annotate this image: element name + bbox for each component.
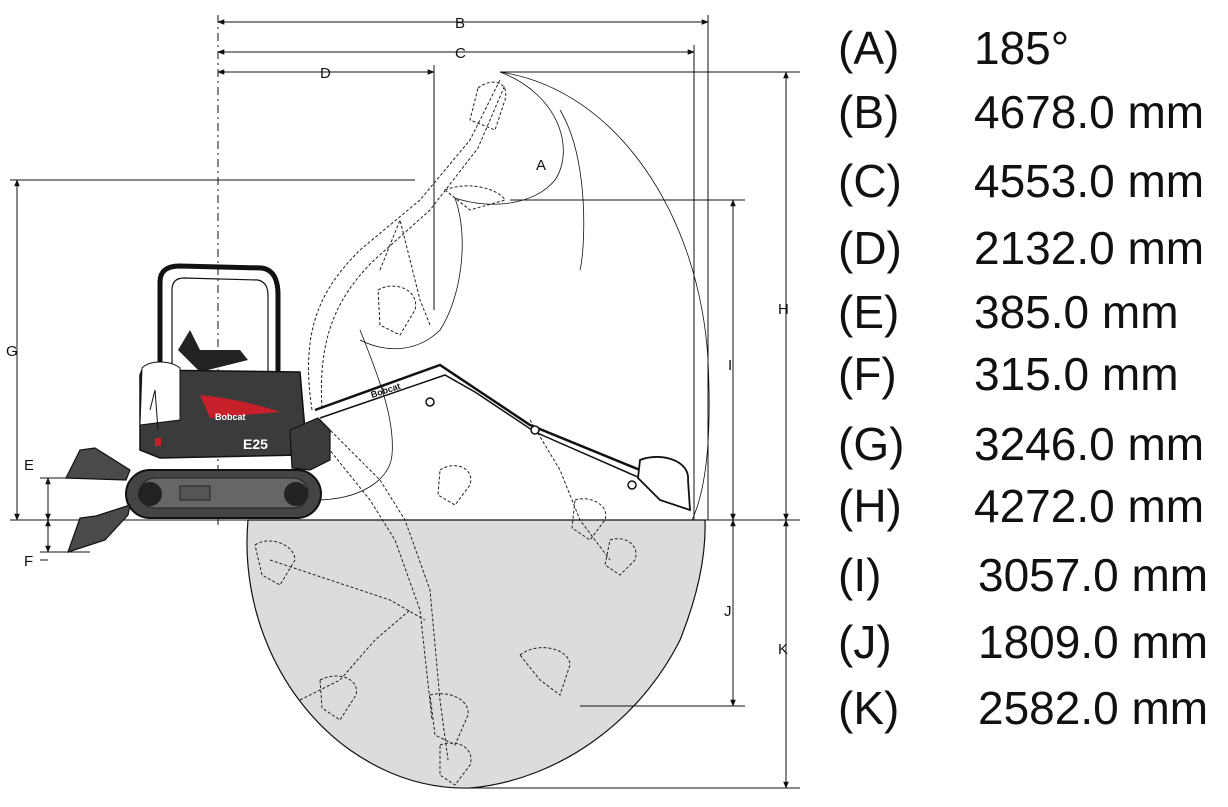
spec-row-b: (B) 4678.0 mm	[838, 82, 1218, 142]
dim-label-j: J	[724, 603, 732, 620]
spec-row-j: (J) 1809.0 mm	[838, 612, 1218, 672]
model-decal: E25	[243, 436, 268, 452]
dim-label-h: H	[778, 301, 789, 318]
excavator-arm	[314, 363, 691, 512]
spec-row-e: (E) 385.0 mm	[838, 282, 1218, 342]
spec-value: 315.0 mm	[974, 348, 1179, 400]
bucket	[637, 456, 691, 512]
spec-row-i: (I) 3057.0 mm	[838, 545, 1218, 605]
inner-low-arc	[314, 329, 393, 501]
spec-key: (J)	[838, 616, 892, 668]
brand-stripe	[200, 395, 280, 418]
spec-key: (B)	[838, 86, 900, 138]
dim-label-d: D	[320, 65, 331, 82]
inner-close-arc	[359, 197, 463, 350]
below-ground-envelope	[246, 519, 706, 789]
dim-label-k: K	[778, 641, 788, 658]
spec-value: 3246.0 mm	[974, 418, 1205, 470]
spec-row-c: (C) 4553.0 mm	[838, 151, 1218, 211]
cab-rops-frame	[157, 263, 281, 410]
dim-label-g: G	[6, 343, 18, 360]
dozer-blade-lowered	[67, 504, 131, 553]
spec-row-k: (K) 2582.0 mm	[838, 678, 1218, 738]
spec-value: 2582.0 mm	[978, 682, 1209, 734]
spec-key: (G)	[838, 418, 905, 470]
dim-label-e: E	[24, 457, 34, 474]
dim-label-b: B	[455, 15, 465, 32]
spec-key: (I)	[838, 549, 882, 601]
spec-value: 385.0 mm	[974, 286, 1179, 338]
spec-key: (F)	[838, 348, 897, 400]
dim-label-a: A	[536, 157, 546, 174]
dozer-blade-raised	[65, 447, 131, 481]
spec-value: 4553.0 mm	[974, 155, 1205, 207]
spec-row-h: (H) 4272.0 mm	[838, 476, 1218, 536]
spec-key: (D)	[838, 222, 902, 274]
spec-row-f: (F) 315.0 mm	[838, 344, 1218, 404]
dim-label-c: C	[455, 45, 466, 62]
spec-row-a: (A) 185°	[838, 18, 1218, 78]
spec-key: (K)	[838, 682, 900, 734]
spec-value: 1809.0 mm	[978, 616, 1209, 668]
excavator-working-range-diagram: B C D A G E F H I J K	[6, 15, 800, 789]
spec-value: 2132.0 mm	[974, 222, 1205, 274]
spec-value: 4272.0 mm	[974, 480, 1205, 532]
excavator-body: Bobcat E25 Bobcat	[65, 263, 402, 553]
spec-row-g: (G) 3246.0 mm	[838, 414, 1218, 474]
inner-arm-arc	[559, 109, 585, 271]
dim-label-i: I	[728, 357, 732, 374]
spec-key: (A)	[838, 22, 900, 74]
spec-key: (H)	[838, 480, 902, 532]
spec-row-d: (D) 2132.0 mm	[838, 218, 1218, 278]
dim-label-f: F	[24, 553, 33, 570]
ghost-buckets	[254, 81, 637, 786]
max-reach-arc	[499, 71, 710, 521]
ghost-arm-positions	[269, 79, 611, 761]
spec-key: (C)	[838, 155, 902, 207]
spec-value: 3057.0 mm	[978, 549, 1209, 601]
spec-value: 4678.0 mm	[974, 86, 1205, 138]
brand-decal: Bobcat	[215, 412, 246, 422]
bucket-rotation-arc	[454, 71, 564, 205]
spec-value: 185°	[974, 22, 1070, 74]
spec-key: (E)	[838, 286, 900, 338]
